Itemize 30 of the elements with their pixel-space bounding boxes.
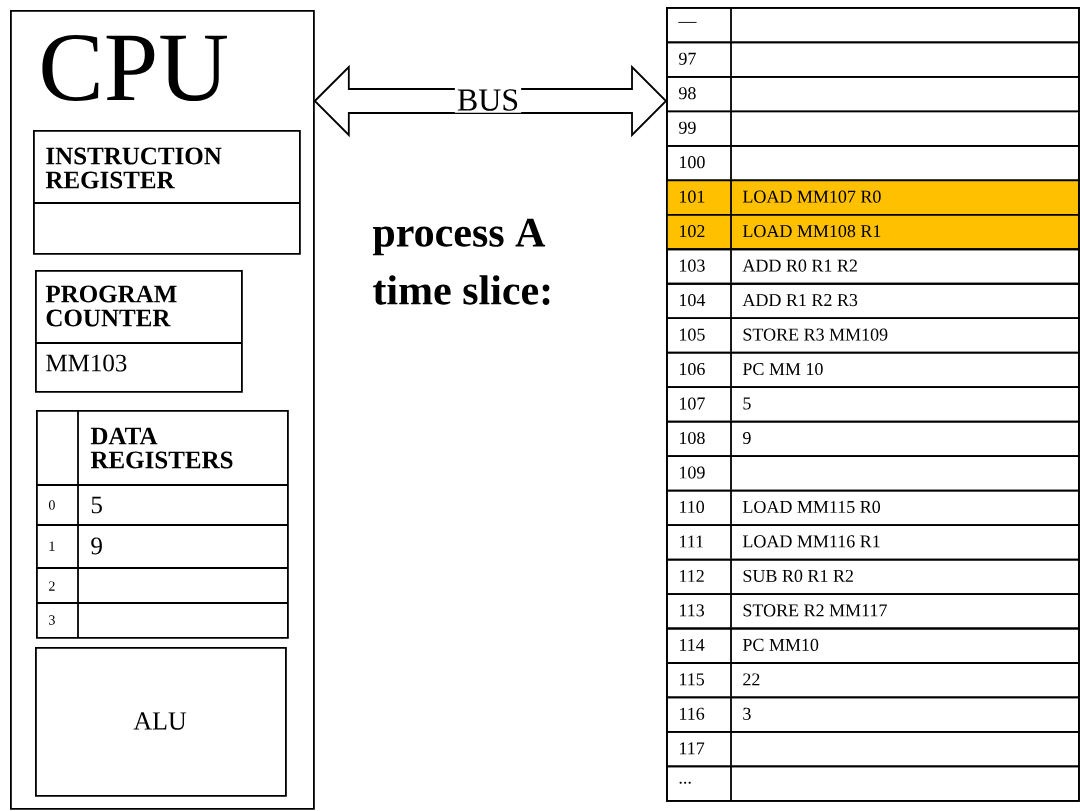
note-text: time slice:: [373, 275, 550, 305]
memory-row: ...: [666, 764, 1080, 802]
register-box: PROGRAM COUNTER MM103: [34, 270, 243, 393]
memory-row: 110 LOAD MM115 R0: [666, 488, 1080, 526]
memory-row: 106 PC MM 10: [666, 350, 1080, 389]
memory-row: 112 SUB R0 R1 R2: [666, 557, 1080, 595]
memory-row: 104 ADD R1 R2 R3: [666, 281, 1080, 320]
memory-row: 102 LOAD MM108 R1: [666, 213, 1080, 251]
memory-row: 107 5: [666, 385, 1080, 423]
memory-row: 97: [666, 40, 1080, 78]
memory-row: 113 STORE R2 MM117: [666, 592, 1080, 630]
memory-row: 109: [666, 454, 1080, 492]
memory-row: 99: [666, 109, 1080, 147]
memory-row: 108 9: [666, 419, 1080, 458]
register-table: DATA REGISTERS 0 5 1 9 2 3: [35, 409, 289, 639]
memory-row: 105 STORE R3 MM109: [666, 316, 1080, 354]
note-text: process A: [372, 218, 546, 256]
memory-row: 116 3: [666, 695, 1080, 733]
memory-row: 117: [666, 730, 1080, 768]
memory-row: 115 22: [666, 661, 1080, 699]
memory-row: 98: [666, 75, 1080, 113]
register-box: INSTRUCTION REGISTER: [32, 130, 301, 255]
memory-row: 114 PC MM10: [666, 626, 1080, 664]
memory-row: 100: [666, 144, 1080, 182]
memory-row: 101 LOAD MM107 R0: [666, 178, 1080, 216]
edge-label: BUS: [454, 87, 522, 113]
memory-row: 111 LOAD MM116 R1: [666, 523, 1080, 561]
memory-row: —: [666, 6, 1080, 44]
alu-box: ALU: [35, 647, 287, 797]
memory-row: 103 ADD R0 R1 R2: [666, 247, 1080, 285]
